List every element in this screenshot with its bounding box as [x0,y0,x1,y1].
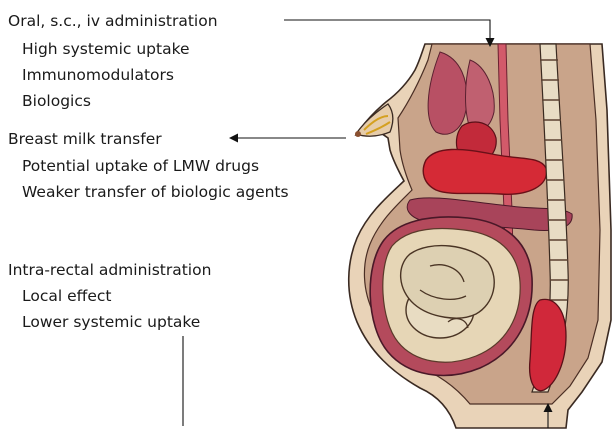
breast-item-lmw: Potential uptake of LMW drugs [22,157,259,175]
breast-item-biologic: Weaker transfer of biologic agents [22,183,289,201]
breast-heading: Breast milk transfer [8,130,162,148]
oral-item-biologics: Biologics [22,92,91,110]
breast [355,104,393,137]
rectal-item-systemic: Lower systemic uptake [22,313,200,331]
oral-arrow [284,20,490,46]
rectal-heading: Intra-rectal administration [8,261,211,279]
rectal-item-local: Local effect [22,287,111,305]
oral-item-systemic: High systemic uptake [22,40,190,58]
oral-item-immunomodulators: Immunomodulators [22,66,174,84]
oral-heading: Oral, s.c., iv administration [8,12,218,30]
